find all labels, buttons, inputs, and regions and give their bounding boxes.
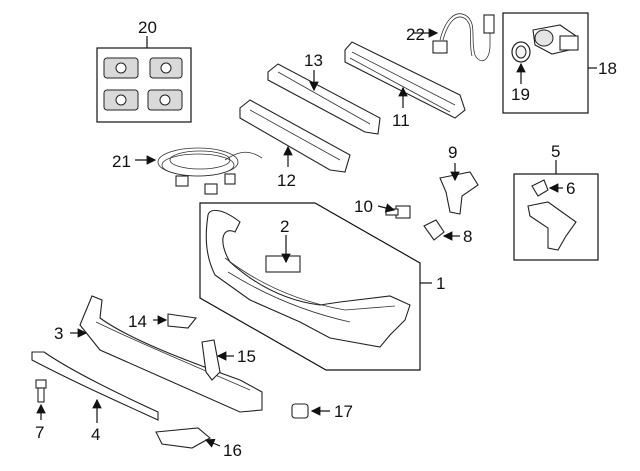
- sensor-17: [291, 403, 330, 419]
- callout-20: 20: [138, 18, 157, 37]
- skid-plate: [31, 351, 159, 423]
- bumper-reinforcement: [344, 41, 466, 119]
- sensor-seal-ring: [511, 41, 531, 63]
- clip-8: [423, 219, 460, 241]
- bumper-cover-box: [199, 202, 432, 371]
- parking-sensor-box: [502, 12, 597, 114]
- mounting-bracket-icon: [527, 201, 577, 251]
- callout-18: 18: [598, 59, 617, 78]
- callout-8: 8: [463, 227, 472, 246]
- callout-19: 19: [511, 85, 530, 104]
- callout-2: 2: [280, 217, 289, 236]
- callout-1: 1: [436, 274, 445, 293]
- reflector-14: [153, 313, 198, 329]
- lower-valance: [70, 295, 263, 413]
- parking-sensor-icon: [532, 24, 579, 55]
- lower-absorber: [239, 99, 351, 173]
- callout-4: 4: [91, 425, 100, 444]
- callout-17: 17: [334, 402, 353, 421]
- callout-7: 7: [35, 423, 44, 442]
- callout-12: 12: [277, 171, 296, 190]
- sensor-bracket-icon: [103, 57, 183, 111]
- bumper-cover: [205, 209, 411, 348]
- callout-14: 14: [128, 312, 147, 331]
- bolt-10: [377, 203, 411, 219]
- push-retainer-6: [531, 179, 549, 197]
- upper-absorber: [267, 63, 381, 135]
- license-plate-bracket: [265, 235, 301, 273]
- retainer-box: [513, 160, 599, 261]
- callout-21: 21: [112, 152, 131, 171]
- callout-16: 16: [223, 441, 242, 460]
- bumper-wiring-harness: [135, 147, 263, 195]
- callout-15: 15: [237, 347, 256, 366]
- sensor-bracket-box: [96, 36, 192, 123]
- bracket-15: [201, 339, 234, 381]
- callout-5: 5: [551, 142, 560, 161]
- side-bracket: [439, 163, 479, 215]
- screw-7: [35, 379, 47, 420]
- callout-11: 11: [392, 111, 410, 130]
- callout-6: 6: [566, 179, 575, 198]
- callout-9: 9: [448, 143, 457, 162]
- callout-3: 3: [54, 324, 63, 343]
- callout-13: 13: [304, 51, 323, 70]
- trim-16: [155, 427, 221, 449]
- sensor-harness: [413, 13, 495, 62]
- callout-10: 10: [354, 197, 373, 216]
- callout-22: 22: [406, 25, 425, 44]
